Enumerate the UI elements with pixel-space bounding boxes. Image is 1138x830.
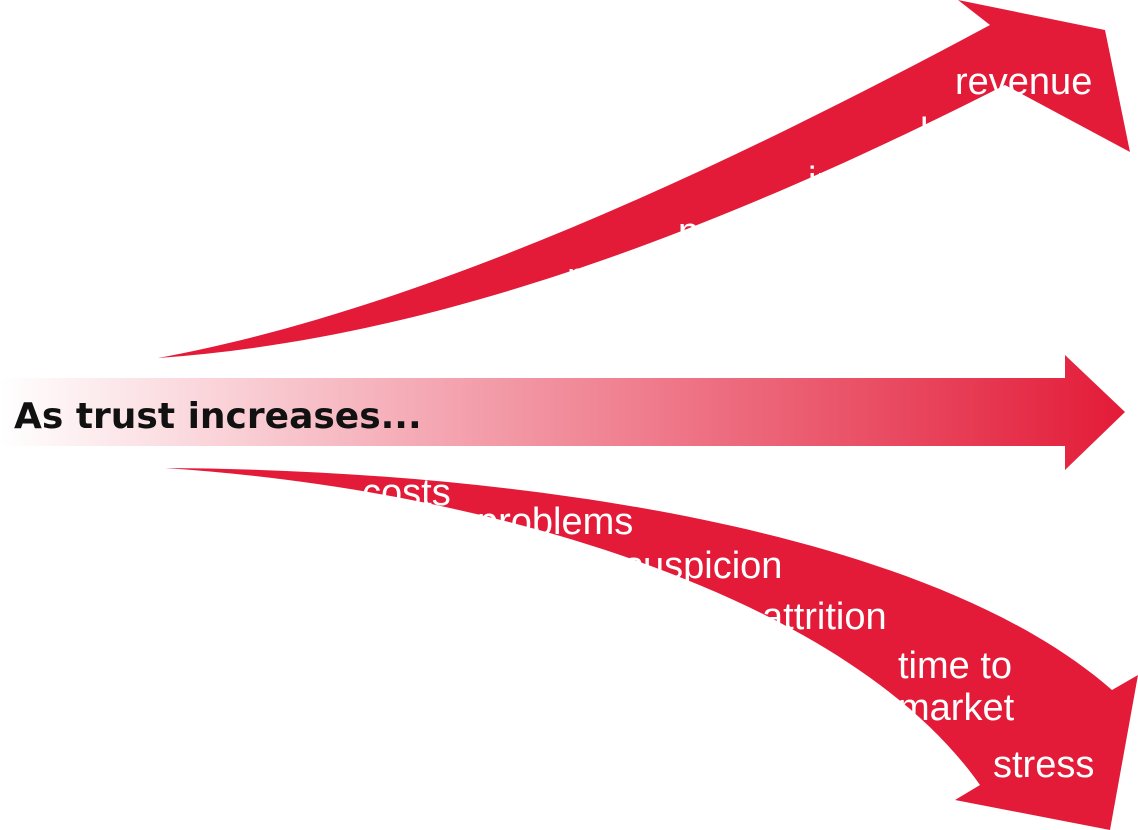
falling-item-market: market xyxy=(898,687,1015,729)
falling-item-costs: costs xyxy=(362,472,451,514)
falling-item-stress: stress xyxy=(993,744,1094,786)
falling-arrow xyxy=(165,468,1138,830)
rising-item-loyalty: loyalty xyxy=(920,111,1028,153)
rising-item-productivity: productivity xyxy=(678,211,870,253)
rising-item-revenue: revenue xyxy=(955,61,1092,103)
rising-item-innovation: innovation xyxy=(808,160,981,202)
rising-item-retention: retention xyxy=(567,256,715,298)
falling-item-suspicion: suspicion xyxy=(624,545,782,587)
center-label: As trust increases... xyxy=(14,396,422,437)
falling-item-time-to: time to xyxy=(898,645,1012,687)
rising-item-morale: morale xyxy=(473,297,589,339)
falling-item-problems: problems xyxy=(477,501,633,543)
rising-item-output: output xyxy=(340,319,446,361)
rising-arrow xyxy=(158,0,1130,358)
falling-item-attrition: attrition xyxy=(762,596,887,638)
center-arrow xyxy=(0,355,1125,470)
